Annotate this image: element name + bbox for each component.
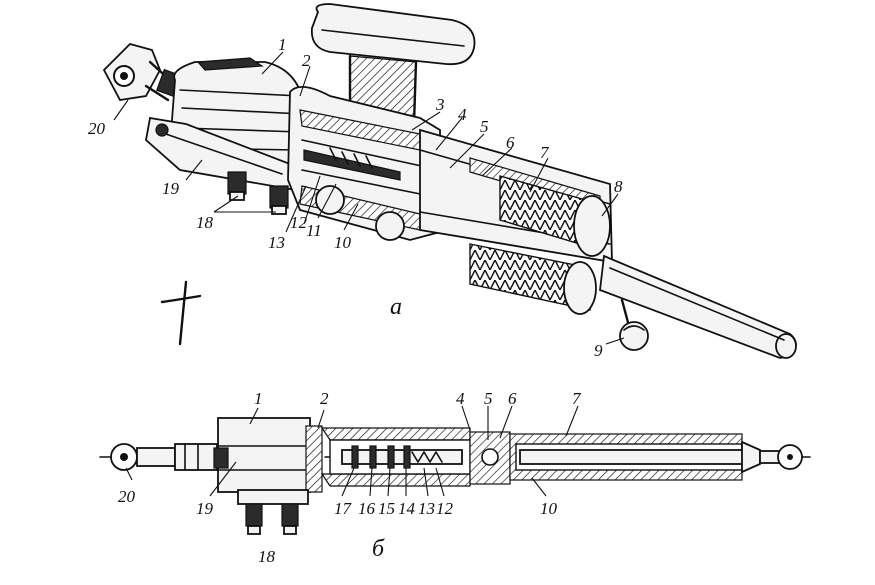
callout-15-bottom: 15	[378, 499, 395, 518]
section-rear-eye	[110, 443, 218, 471]
view-label-b: б	[372, 536, 385, 562]
callout-8-top: 8	[614, 177, 623, 196]
callout-11-top: 11	[306, 221, 322, 240]
callout-19-top: 19	[162, 179, 180, 198]
hose-fittings	[227, 171, 289, 215]
callout-13-top: 13	[268, 233, 285, 252]
callout-10-top: 10	[334, 233, 352, 252]
callout-12-top: 12	[290, 213, 308, 232]
callout-2-top: 2	[302, 51, 311, 70]
valve-handle	[310, 3, 476, 126]
direction-mark	[160, 280, 202, 346]
rear-clevis	[102, 42, 182, 102]
ball-joint	[619, 298, 649, 351]
section-cylinder	[213, 417, 323, 493]
callout-20-bottom: 20	[118, 487, 136, 506]
callout-10-bottom: 10	[540, 499, 558, 518]
view-label-a: a	[390, 294, 402, 320]
callout-13-bottom: 13	[418, 499, 435, 518]
callout-17-bottom: 17	[334, 499, 353, 518]
callout-12-bottom: 12	[436, 499, 454, 518]
bottom-leaders	[125, 405, 579, 497]
mounting-bracket	[145, 116, 298, 192]
callout-7-top: 7	[540, 143, 550, 162]
callout-7-bottom: 7	[572, 389, 582, 408]
callout-5-top: 5	[480, 117, 489, 136]
callout-5-bottom: 5	[484, 389, 493, 408]
callout-3-top: 3	[435, 95, 445, 114]
callout-19-bottom: 19	[196, 499, 214, 518]
callout-2-bottom: 2	[320, 389, 329, 408]
top-callouts: 1 2 3 4 5 6 7 8 9 10 11 12 13 18 19 20	[88, 35, 623, 360]
section-ball-joint	[469, 431, 511, 485]
callout-1-top: 1	[278, 35, 287, 54]
callout-9-top: 9	[594, 341, 603, 360]
bottom-callouts: 1 2 4 5 6 7 10 12 13 14 15 16 17 18 19 2…	[118, 389, 582, 566]
callout-1-bottom: 1	[254, 389, 263, 408]
callout-20-top: 20	[88, 119, 106, 138]
callout-14-bottom: 14	[398, 499, 416, 518]
bottom-view-drawing	[99, 405, 811, 535]
top-view-drawing	[102, 3, 797, 359]
callout-6-top: 6	[506, 133, 515, 152]
callout-18-top: 18	[196, 213, 214, 232]
valve-housing-section	[287, 86, 441, 241]
section-valve-housing	[320, 427, 471, 487]
piston-rod	[599, 254, 797, 359]
top-leaders	[113, 51, 625, 345]
section-piston-tube	[509, 433, 803, 481]
bellows-boot	[469, 175, 611, 315]
callout-18-bottom: 18	[258, 547, 276, 566]
section-fittings	[237, 489, 309, 535]
callout-4-top: 4	[458, 105, 467, 124]
callout-4-bottom: 4	[456, 389, 465, 408]
callout-6-bottom: 6	[508, 389, 517, 408]
callout-16-bottom: 16	[358, 499, 376, 518]
